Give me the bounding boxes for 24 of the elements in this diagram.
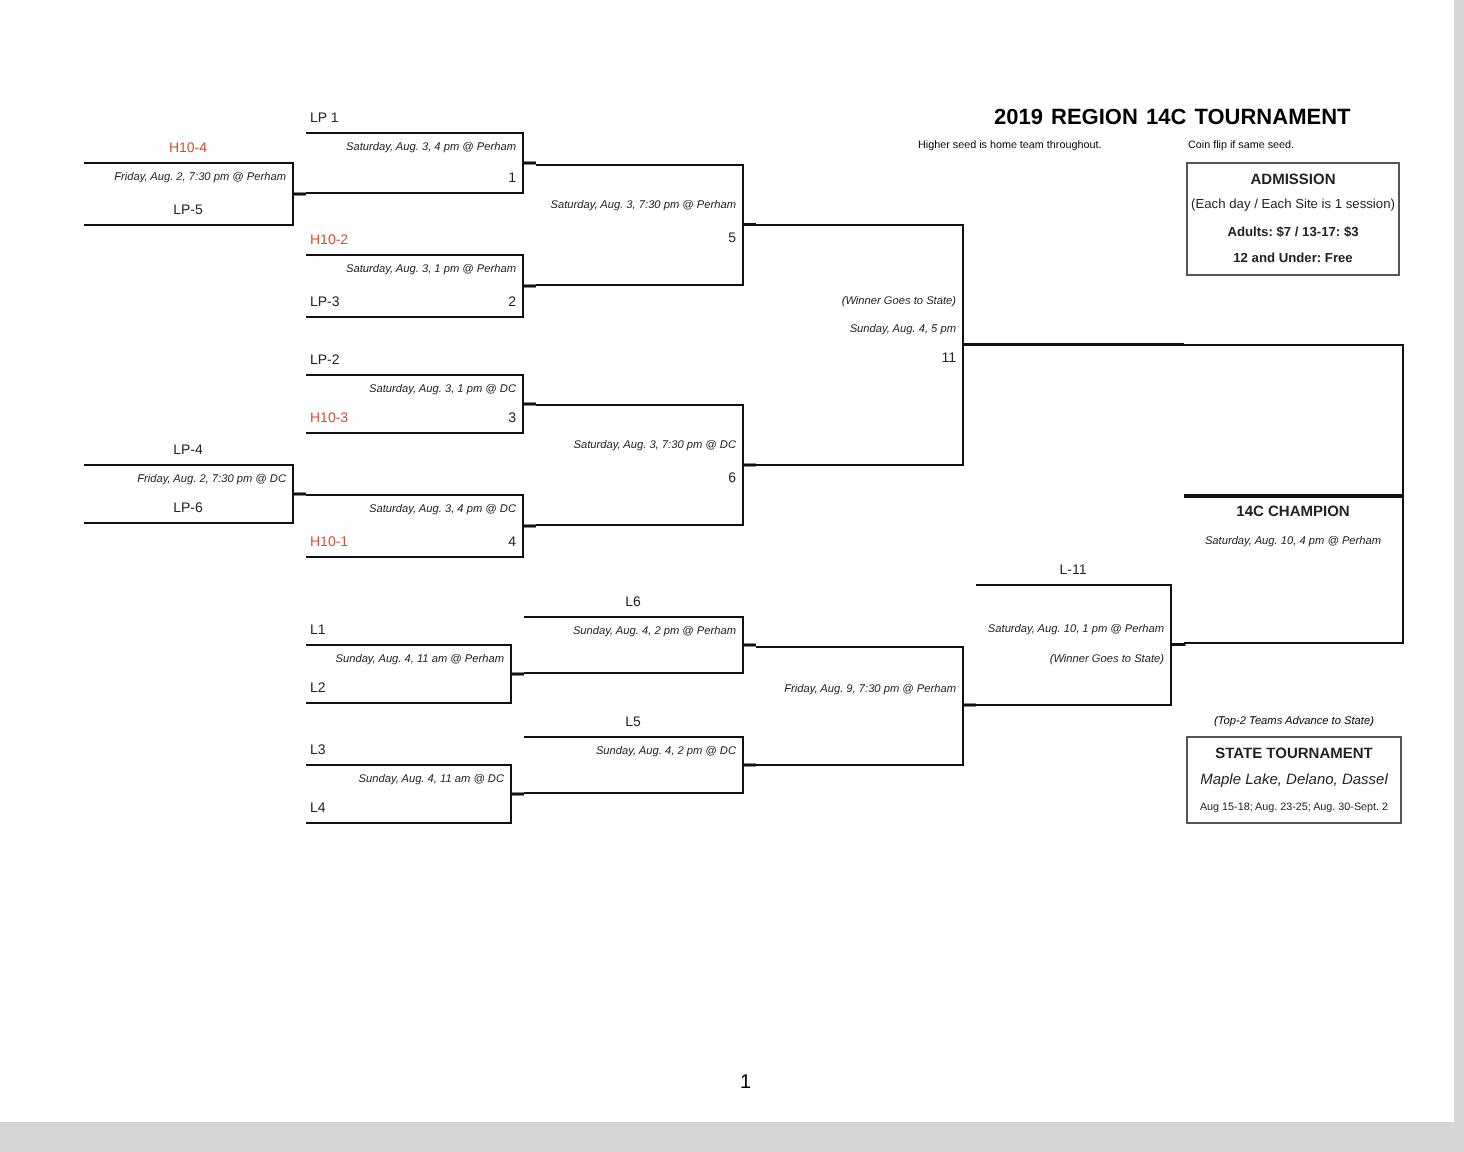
bracket-line <box>294 492 308 496</box>
bracket-match <box>536 163 744 286</box>
bracket-line <box>744 763 758 767</box>
title: 2019 REGION 14C TOURNAMENT <box>994 106 1351 132</box>
bracket-match <box>536 404 744 526</box>
bracket-match <box>756 645 964 765</box>
bracket-line <box>524 284 538 288</box>
bracket-line <box>1172 642 1186 646</box>
bracket-line <box>964 342 1186 346</box>
bracket-line <box>524 524 538 528</box>
bracket-line <box>744 222 758 226</box>
bracket-line <box>512 672 526 676</box>
info-box <box>1186 162 1400 276</box>
bracket-line <box>512 792 526 796</box>
bracket-line <box>294 192 308 196</box>
championship-bracket <box>1184 344 1404 644</box>
bracket-line <box>524 161 538 165</box>
bracket-match <box>756 224 964 465</box>
bracket-line <box>744 643 758 647</box>
bracket-match <box>306 494 524 558</box>
bracket-line <box>524 402 538 406</box>
bracket-line <box>744 463 758 467</box>
page-number: 1 <box>740 1072 752 1095</box>
bracket-line <box>964 703 978 707</box>
